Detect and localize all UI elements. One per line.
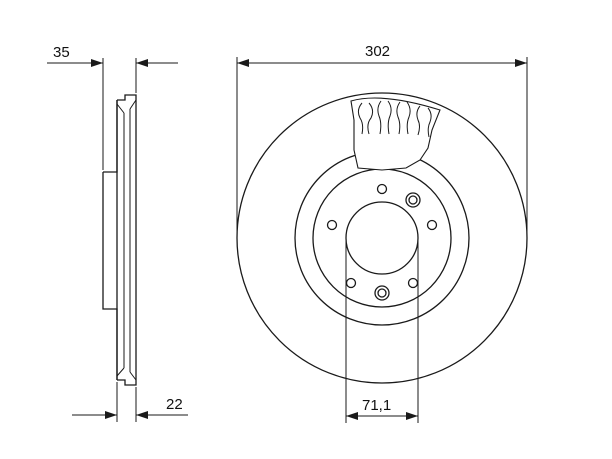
bolt-hole <box>426 219 438 231</box>
vent-vane <box>427 107 432 138</box>
dim-22-arrow-left <box>105 411 117 419</box>
center-bore <box>345 201 419 275</box>
dim-71-arrow-left <box>346 412 358 420</box>
dim-35-arrow-left <box>91 59 103 67</box>
locating-hole-outer <box>405 192 421 208</box>
vent-vane <box>367 102 374 135</box>
dimension-302: 302 <box>236 43 528 236</box>
vent-vanes <box>357 100 432 138</box>
dim-71-label: 71,1 <box>362 397 391 414</box>
vent-vane <box>406 101 411 135</box>
bolt-hole <box>326 219 338 231</box>
dim-35-label: 35 <box>53 44 70 61</box>
side-view <box>102 94 137 386</box>
dim-35-arrow-right <box>136 59 148 67</box>
disc-outer-circle <box>236 92 528 384</box>
side-view-vent-inner <box>123 109 131 372</box>
dim-302-arrow-left <box>237 59 249 67</box>
dim-302-arrow-right <box>515 59 527 67</box>
vent-vane <box>396 101 401 135</box>
friction-ring-inner-circle <box>294 150 470 326</box>
dimension-35: 35 <box>47 44 178 170</box>
dimension-71-1: 71,1 <box>345 240 419 423</box>
dim-22-arrow-right <box>136 411 148 419</box>
dim-22-label: 22 <box>166 396 183 413</box>
vent-cutaway <box>350 97 441 171</box>
dimension-22: 22 <box>72 382 188 422</box>
locating-hole-inner <box>408 195 418 205</box>
locating-hole <box>405 192 421 208</box>
locating-hole-inner <box>377 288 387 298</box>
bolt-hole <box>376 183 388 195</box>
vent-vane <box>377 100 382 135</box>
locating-hole-outer <box>374 285 390 301</box>
side-view-hat <box>102 100 118 380</box>
dim-71-arrow-right <box>406 412 418 420</box>
locating-hole <box>374 285 390 301</box>
bolt-hole <box>407 277 419 289</box>
vent-vane <box>387 100 392 135</box>
front-view <box>236 92 528 384</box>
vent-vane <box>357 102 364 135</box>
dim-302-label: 302 <box>365 43 390 60</box>
side-view-vent-edge <box>116 99 137 381</box>
bolt-hole <box>345 277 357 289</box>
vent-vane <box>416 105 421 136</box>
side-view-disc-outline <box>116 94 137 386</box>
